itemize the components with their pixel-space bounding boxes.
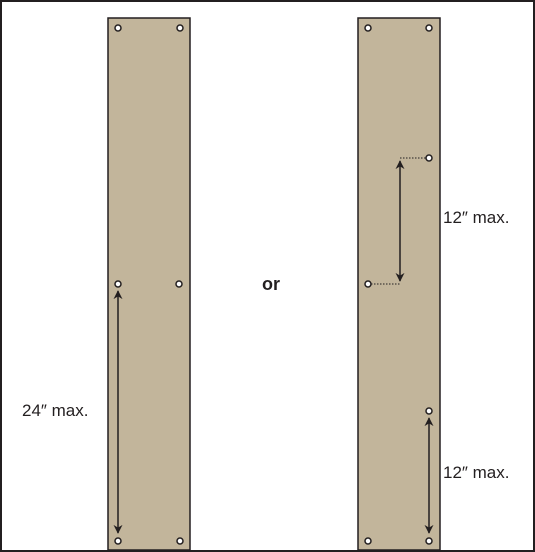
right-plate-hole-bottom-left [364,537,372,545]
left-plate-hole-mid-right [175,280,183,288]
right-plate-hole-upper-right [425,154,433,162]
separator-or: or [262,274,280,294]
left-plate-hole-top-right [176,24,184,32]
right-plate-hole-top-left [364,24,372,32]
left-plate-hole-top-left [114,24,122,32]
right-plate-hole-mid-left [364,280,372,288]
left-plate-hole-bottom-left [114,537,122,545]
right-plate [357,17,441,551]
right-plate-hole-bottom-right [425,537,433,545]
left-plate-hole-mid-left [114,280,122,288]
right-lower-spacing-label: 12″ max. [443,463,510,482]
right-upper-spacing-label: 12″ max. [443,208,510,227]
left-spacing-label: 24″ max. [22,401,89,420]
right-plate-hole-lower-right [425,407,433,415]
right-plate-hole-top-right [425,24,433,32]
left-plate-hole-bottom-right [176,537,184,545]
left-plate [107,17,191,551]
